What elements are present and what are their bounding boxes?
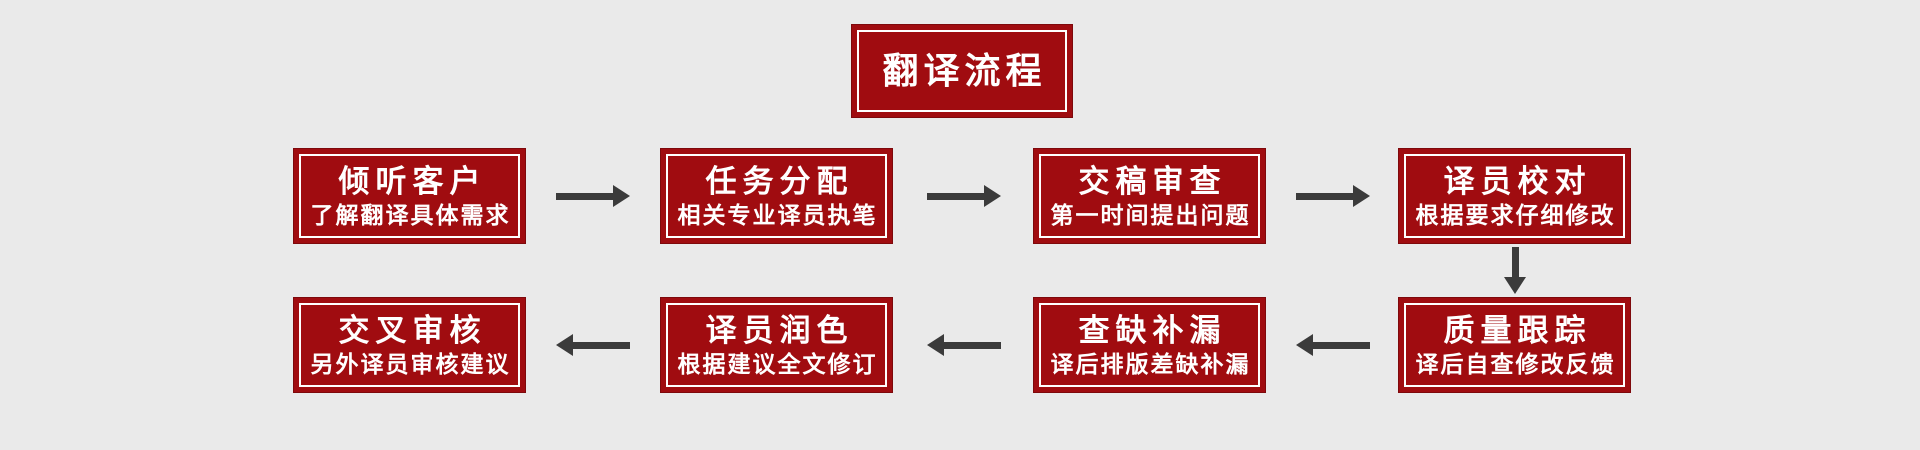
title-box: 翻译流程 xyxy=(851,24,1073,118)
node-title: 质量跟踪 xyxy=(1443,312,1592,348)
node-subtitle: 译后自查修改反馈 xyxy=(1415,350,1616,377)
node-title: 倾听客户 xyxy=(338,163,487,199)
diagram-title: 翻译流程 xyxy=(882,50,1047,92)
arrow-right-icon xyxy=(556,185,630,207)
node-subtitle: 相关专业译员执笔 xyxy=(677,201,878,228)
node-subtitle: 译后排版差缺补漏 xyxy=(1050,350,1251,377)
node-draft-review: 交稿审查 第一时间提出问题 xyxy=(1033,148,1266,244)
node-gap-filling: 查缺补漏 译后排版差缺补漏 xyxy=(1033,297,1266,393)
node-quality-tracking: 质量跟踪 译后自查修改反馈 xyxy=(1398,297,1631,393)
node-title: 译员校对 xyxy=(1443,163,1592,199)
node-listen-customers: 倾听客户 了解翻译具体需求 xyxy=(293,148,526,244)
arrow-right-icon xyxy=(1296,185,1370,207)
node-subtitle: 第一时间提出问题 xyxy=(1050,201,1251,228)
arrow-right-icon xyxy=(927,185,1001,207)
node-title: 查缺补漏 xyxy=(1078,312,1227,348)
node-translator-polishing: 译员润色 根据建议全文修订 xyxy=(660,297,893,393)
node-title: 交稿审查 xyxy=(1078,163,1227,199)
node-title: 译员润色 xyxy=(705,312,854,348)
node-subtitle: 另外译员审核建议 xyxy=(310,350,511,377)
arrow-left-icon xyxy=(556,334,630,356)
node-title: 任务分配 xyxy=(705,163,854,199)
node-task-assignment: 任务分配 相关专业译员执笔 xyxy=(660,148,893,244)
arrow-down-icon xyxy=(1503,247,1527,294)
arrow-left-icon xyxy=(1296,334,1370,356)
title-box-inner: 翻译流程 xyxy=(857,30,1067,112)
node-subtitle: 根据建议全文修订 xyxy=(677,350,878,377)
arrow-left-icon xyxy=(927,334,1001,356)
node-cross-review: 交叉审核 另外译员审核建议 xyxy=(293,297,526,393)
node-subtitle: 根据要求仔细修改 xyxy=(1415,201,1616,228)
node-title: 交叉审核 xyxy=(338,312,487,348)
node-subtitle: 了解翻译具体需求 xyxy=(310,201,511,228)
node-translator-proofreading: 译员校对 根据要求仔细修改 xyxy=(1398,148,1631,244)
